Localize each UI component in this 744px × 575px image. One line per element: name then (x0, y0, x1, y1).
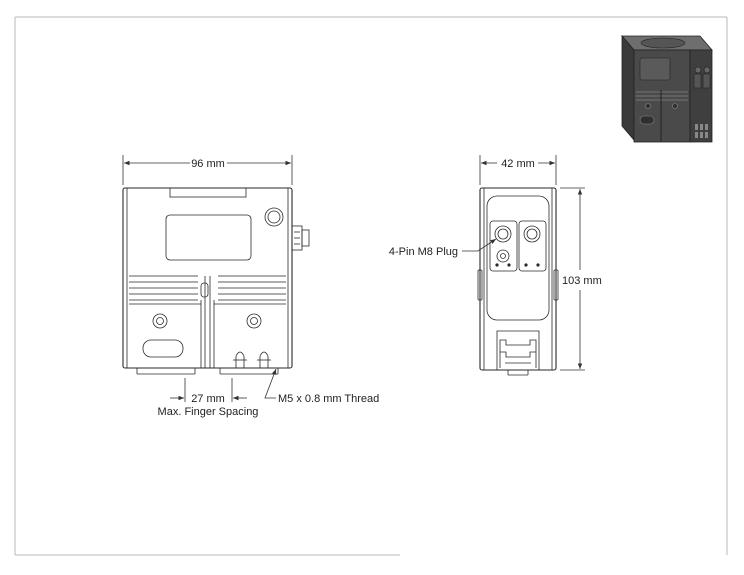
gripper-isometric-icon (621, 34, 713, 143)
front-body (122, 187, 310, 375)
finger-spacing-caption: Max. Finger Spacing (158, 406, 259, 418)
finger-spacing-label: 27 mm (191, 393, 225, 405)
finger-spacing-dimension: 27 mm Max. Finger Spacing (158, 378, 259, 418)
thread-label: M5 x 0.8 mm Thread (278, 393, 379, 405)
side-body (477, 187, 559, 376)
side-height-dimension: 103 mm (560, 187, 602, 371)
front-view: 96 mm (122, 155, 379, 418)
side-width-dimension: 42 mm (479, 155, 557, 185)
drawing-border (14, 16, 728, 556)
thread-callout: M5 x 0.8 mm Thread (264, 368, 379, 405)
side-height-label: 103 mm (562, 275, 602, 287)
front-width-label: 96 mm (191, 158, 225, 170)
plug-callout: 4-Pin M8 Plug (389, 238, 497, 258)
front-width-dimension: 96 mm (122, 155, 293, 185)
side-width-label: 42 mm (501, 158, 535, 170)
side-view: 42 mm 103 mm (389, 155, 602, 376)
plug-label: 4-Pin M8 Plug (389, 246, 458, 258)
